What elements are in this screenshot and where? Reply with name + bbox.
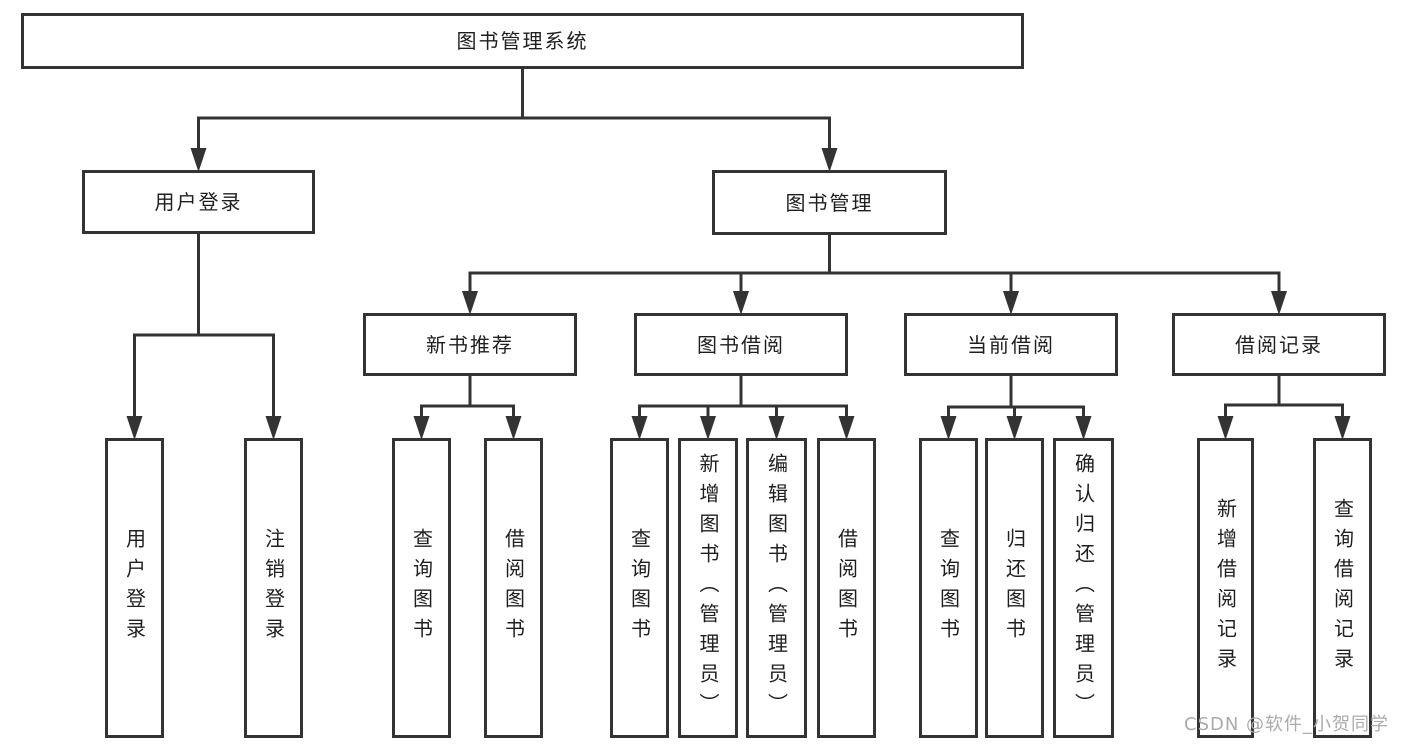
node-label: 借阅图书 xyxy=(834,528,859,648)
diagram-node-leaf-borrow-book-a: 借阅图书 xyxy=(484,438,543,738)
node-label: 图书借阅 xyxy=(697,332,785,357)
node-label: 新增借阅记录 xyxy=(1213,498,1238,678)
diagram-node-book-borrow: 图书借阅 xyxy=(634,313,848,376)
node-label: 当前借阅 xyxy=(967,332,1055,357)
node-label: 查询图书 xyxy=(409,528,434,648)
diagram-node-root: 图书管理系统 xyxy=(21,13,1024,69)
diagram-node-book-mgmt: 图书管理 xyxy=(712,170,947,235)
node-label: 编辑图书（管理员） xyxy=(764,453,789,723)
diagram-node-leaf-confirm-return: 确认归还（管理员） xyxy=(1053,438,1114,738)
node-label: 新增图书（管理员） xyxy=(696,453,720,723)
node-label: 查询图书 xyxy=(627,528,652,648)
diagram-node-leaf-query-book-c: 查询图书 xyxy=(919,438,978,738)
diagram-node-user-login: 用户登录 xyxy=(82,170,315,234)
node-label: 借阅图书 xyxy=(501,528,526,648)
node-label: 图书管理系统 xyxy=(456,29,589,53)
node-label: 查询借阅记录 xyxy=(1330,498,1355,678)
diagram-node-leaf-borrow-book-b: 借阅图书 xyxy=(817,438,876,738)
node-label: 借阅记录 xyxy=(1235,332,1323,357)
diagram-node-leaf-add-book: 新增图书（管理员） xyxy=(678,438,738,738)
diagram-node-leaf-edit-book: 编辑图书（管理员） xyxy=(746,438,807,738)
diagram-node-borrow-records: 借阅记录 xyxy=(1172,313,1386,376)
node-label: 用户登录 xyxy=(154,190,243,214)
diagram-node-leaf-add-record: 新增借阅记录 xyxy=(1197,438,1254,738)
diagram-node-leaf-query-record: 查询借阅记录 xyxy=(1313,438,1372,738)
node-label: 注销登录 xyxy=(261,528,286,648)
node-label: 新书推荐 xyxy=(426,332,514,357)
diagram-node-leaf-user-login: 用户登录 xyxy=(105,438,164,738)
diagram-node-leaf-query-book-b: 查询图书 xyxy=(610,438,669,738)
diagram-node-new-book-rec: 新书推荐 xyxy=(363,313,577,376)
diagram-node-current-borrow: 当前借阅 xyxy=(904,313,1118,376)
node-label: 归还图书 xyxy=(1002,528,1027,648)
node-label: 图书管理 xyxy=(785,190,874,215)
diagram-node-leaf-return-book: 归还图书 xyxy=(985,438,1044,738)
node-label: 确认归还（管理员） xyxy=(1071,453,1096,723)
diagram-node-leaf-query-book-a: 查询图书 xyxy=(392,438,451,738)
diagram-node-leaf-logout: 注销登录 xyxy=(244,438,303,738)
node-label: 查询图书 xyxy=(936,528,961,648)
node-label: 用户登录 xyxy=(122,528,147,648)
csdn-watermark: CSDN @软件_小贺同学 xyxy=(1184,714,1390,735)
